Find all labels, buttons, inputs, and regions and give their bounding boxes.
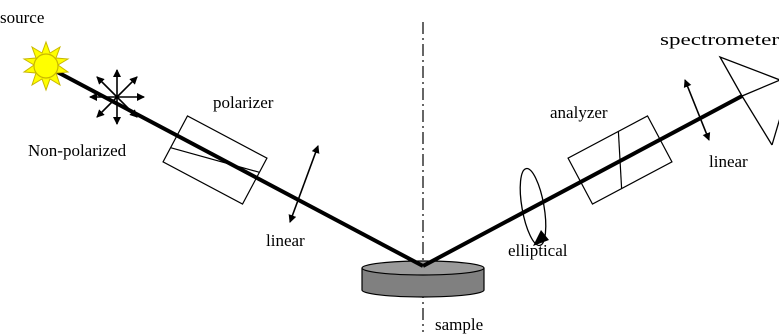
label-non-polarized: Non-polarized xyxy=(28,141,127,160)
spectrometer-icon xyxy=(718,55,779,97)
label-elliptical: elliptical xyxy=(508,241,568,260)
linear-polarization-arrow-reflected xyxy=(683,79,698,111)
label-sample: sample xyxy=(435,315,483,334)
analyzer-element xyxy=(567,115,673,205)
label-linear-incident: linear xyxy=(266,231,305,250)
label-source: source xyxy=(0,8,44,27)
linear-polarization-arrow-incident xyxy=(288,183,305,223)
sun-disc xyxy=(33,53,59,79)
reflected-beam xyxy=(422,94,743,268)
label-analyzer: analyzer xyxy=(550,103,608,122)
label-polarizer: polarizer xyxy=(213,93,274,112)
polarizer-element xyxy=(162,115,268,205)
label-linear-reflected: linear xyxy=(709,152,748,171)
sun-icon xyxy=(22,40,70,92)
elliptical-polarization-icon xyxy=(519,167,549,247)
label-spectrometer: spectrometer xyxy=(660,30,779,49)
sample-disc xyxy=(361,260,485,298)
star-arrows-icon xyxy=(89,69,145,125)
